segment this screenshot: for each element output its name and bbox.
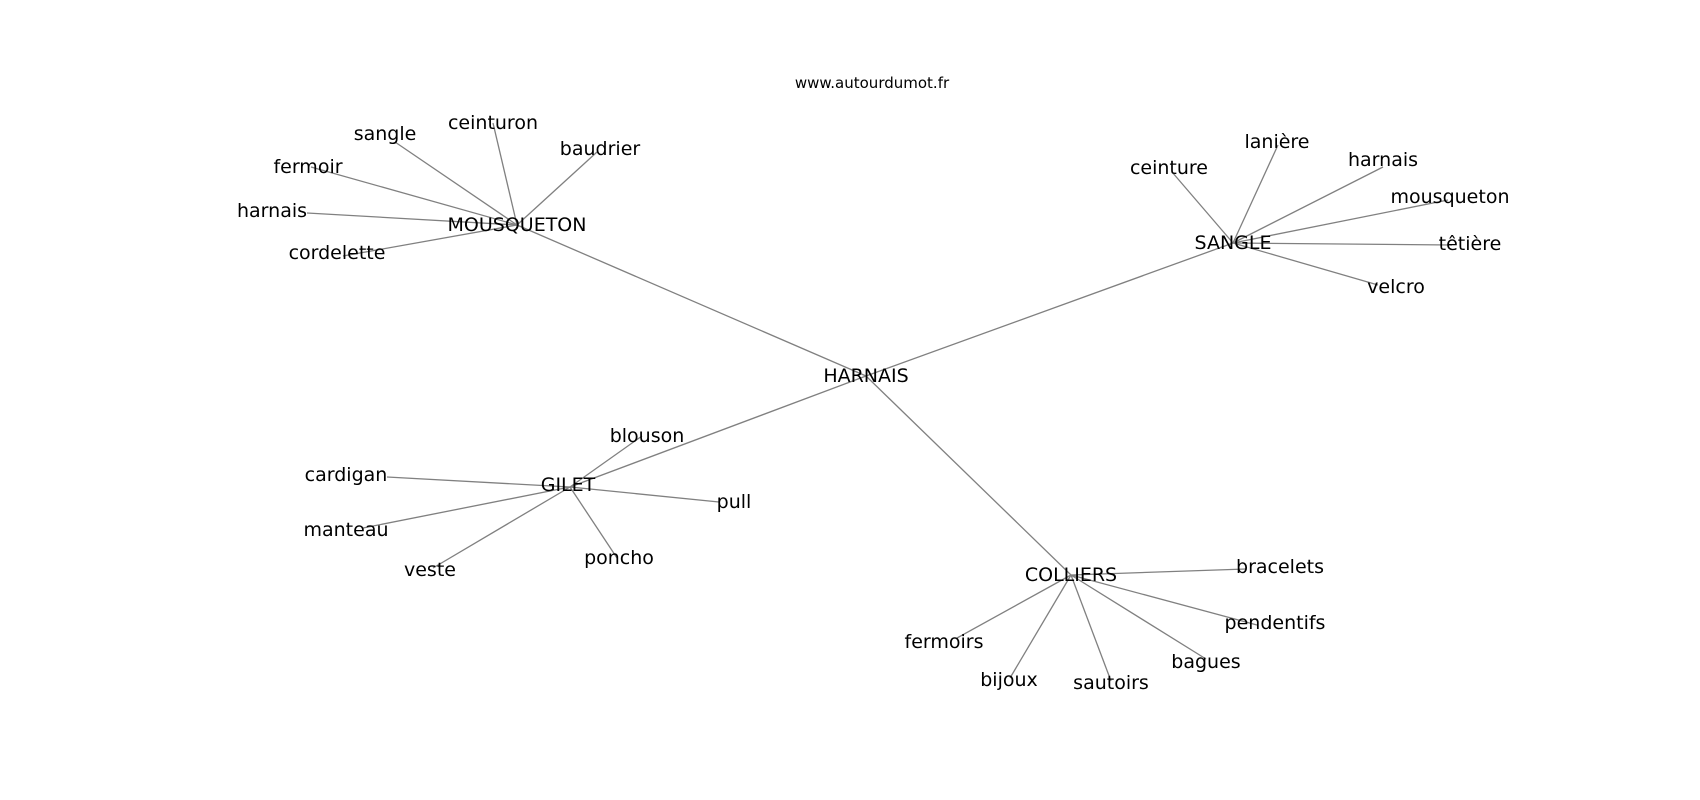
edge-colliers-leaf — [1070, 574, 1207, 660]
edge-gilet-leaf — [569, 486, 618, 559]
edge-gilet-leaf — [569, 435, 643, 488]
leaf-node-label: velcro — [1367, 276, 1425, 298]
leaf-node-label: veste — [404, 559, 456, 581]
hub-node-label: COLLIERS — [1025, 564, 1117, 586]
center-node-label: HARNAIS — [823, 365, 908, 387]
edge-mousqueton-leaf — [306, 212, 518, 226]
edge-mousqueton-leaf — [394, 141, 518, 226]
leaf-node-label: cordelette — [289, 242, 386, 264]
hub-node-label: MOUSQUETON — [448, 214, 587, 236]
edge-gilet-leaf — [386, 476, 571, 488]
leaf-node-label: ceinture — [1130, 157, 1208, 179]
edge-colliers-leaf — [1070, 568, 1247, 576]
leaf-node-label: fermoir — [273, 156, 342, 178]
edge-sangle-leaf — [1232, 166, 1384, 244]
leaf-node-label: pendentifs — [1225, 612, 1326, 634]
edge-center-sangle — [865, 242, 1234, 377]
edge-gilet-leaf — [432, 486, 571, 569]
edge-mousqueton-leaf — [310, 166, 518, 226]
hub-node-label: SANGLE — [1195, 232, 1272, 254]
leaf-node-label: mousqueton — [1391, 186, 1510, 208]
leaf-node-label: pull — [717, 491, 752, 513]
leaf-node-label: baudrier — [560, 138, 641, 160]
leaf-node-label: poncho — [584, 547, 654, 569]
edge-colliers-leaf — [1070, 574, 1112, 682]
hub-node-label: GILET — [541, 474, 596, 496]
edge-gilet-leaf — [362, 486, 571, 529]
watermark-url: www.autourdumot.fr — [795, 74, 950, 92]
edge-center-gilet — [569, 375, 867, 488]
leaf-node-label: bijoux — [980, 669, 1038, 691]
leaf-node-label: fermoirs — [905, 631, 984, 653]
edge-sangle-leaf — [1232, 242, 1453, 246]
leaf-node-label: sautoirs — [1073, 672, 1149, 694]
edge-sangle-leaf — [1232, 242, 1379, 286]
leaf-node-label: ceinturon — [448, 112, 538, 134]
leaf-node-label: bracelets — [1236, 556, 1324, 578]
edge-center-mousqueton — [516, 224, 867, 377]
edge-center-colliers — [865, 375, 1072, 576]
edge-colliers-leaf — [1009, 574, 1072, 679]
edge-sangle-leaf — [1232, 199, 1449, 244]
graph-node-labels: HARNAIS MOUSQUETON ceinturon sangle baudrier… — [237, 112, 1510, 694]
edge-gilet-leaf — [569, 486, 720, 503]
edge-sangle-leaf — [1171, 171, 1234, 244]
graph-edges — [306, 122, 1453, 682]
leaf-node-label: harnais — [237, 200, 307, 222]
leaf-node-label: manteau — [303, 519, 388, 541]
edge-sangle-leaf — [1232, 144, 1279, 244]
leaf-node-label: lanière — [1244, 131, 1309, 153]
edge-colliers-leaf — [956, 574, 1072, 639]
edge-mousqueton-leaf — [492, 122, 518, 226]
leaf-node-label: têtière — [1439, 233, 1502, 255]
edge-mousqueton-leaf — [516, 151, 598, 226]
leaf-node-label: harnais — [1348, 149, 1418, 171]
leaf-node-label: bagues — [1171, 651, 1240, 673]
leaf-node-label: sangle — [354, 123, 417, 145]
edge-colliers-leaf — [1070, 574, 1258, 626]
edge-mousqueton-leaf — [342, 224, 518, 257]
leaf-node-label: blouson — [610, 425, 685, 447]
leaf-node-label: cardigan — [305, 464, 388, 486]
